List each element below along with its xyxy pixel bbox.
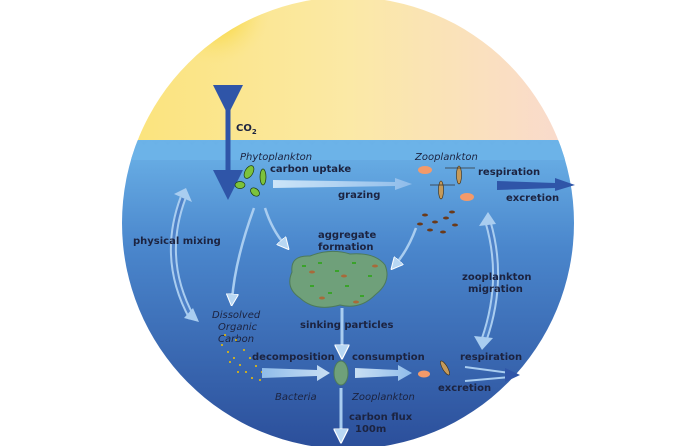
aggregate-particle: [289, 250, 388, 308]
zooplankton-migration-label-2: migration: [468, 284, 523, 295]
decomposition-label: decomposition: [252, 352, 335, 363]
small-particle: [333, 360, 349, 386]
physical-mixing-label: physical mixing: [133, 236, 221, 247]
zooplankton-icon: [418, 165, 475, 201]
respiration-bottom-label: respiration: [460, 352, 522, 363]
grazing-arrow: [273, 178, 412, 190]
decomposition-arrow: [262, 365, 330, 381]
zooplankton-top-label: Zooplankton: [414, 152, 478, 163]
excretion-top-arrow: [497, 178, 575, 191]
sinking-particles-label: sinking particles: [300, 320, 394, 331]
fecal-pellets: [417, 210, 458, 234]
depth-label: 100m: [355, 424, 386, 435]
excretion-bottom-label: excretion: [438, 383, 491, 394]
aggregate-label-1: aggregate: [318, 230, 376, 241]
aggregate-label-2: formation: [318, 242, 374, 253]
phyto-to-doc-arrow: [232, 207, 256, 300]
phytoplankton-label: Phytoplankton: [240, 152, 312, 163]
physical-mixing-arrow: [169, 188, 199, 322]
phytoplankton-icon: [234, 165, 267, 197]
grazing-label: grazing: [338, 190, 380, 201]
sky: [122, 0, 574, 145]
doc-label-1: Dissolved: [212, 310, 261, 321]
phyto-to-aggregate-arrow: [263, 207, 285, 245]
excretion-bottom-arrows: [464, 366, 520, 382]
zooplankton-migration-label-1: zooplankton: [462, 272, 531, 283]
excretion-top-label: excretion: [506, 193, 559, 204]
zooplankton-to-aggregate-arrow: [395, 227, 418, 265]
co2-label: CO2: [236, 123, 257, 136]
carbon-uptake-label: carbon uptake: [270, 164, 351, 175]
carbon-flux-label: carbon flux: [349, 412, 413, 423]
consumption-label: consumption: [352, 352, 425, 363]
doc-label-2: Organic: [218, 322, 258, 333]
diagram-circle: [122, 0, 574, 446]
bacteria-label: Bacteria: [275, 392, 317, 403]
zooplankton-bottom-label: Zooplankton: [351, 392, 415, 403]
respiration-top-label: respiration: [478, 167, 540, 178]
zooplankton-migration-arrow: [474, 212, 500, 350]
zooplankton-bottom-icon: [418, 360, 450, 378]
consumption-arrow: [355, 365, 412, 381]
